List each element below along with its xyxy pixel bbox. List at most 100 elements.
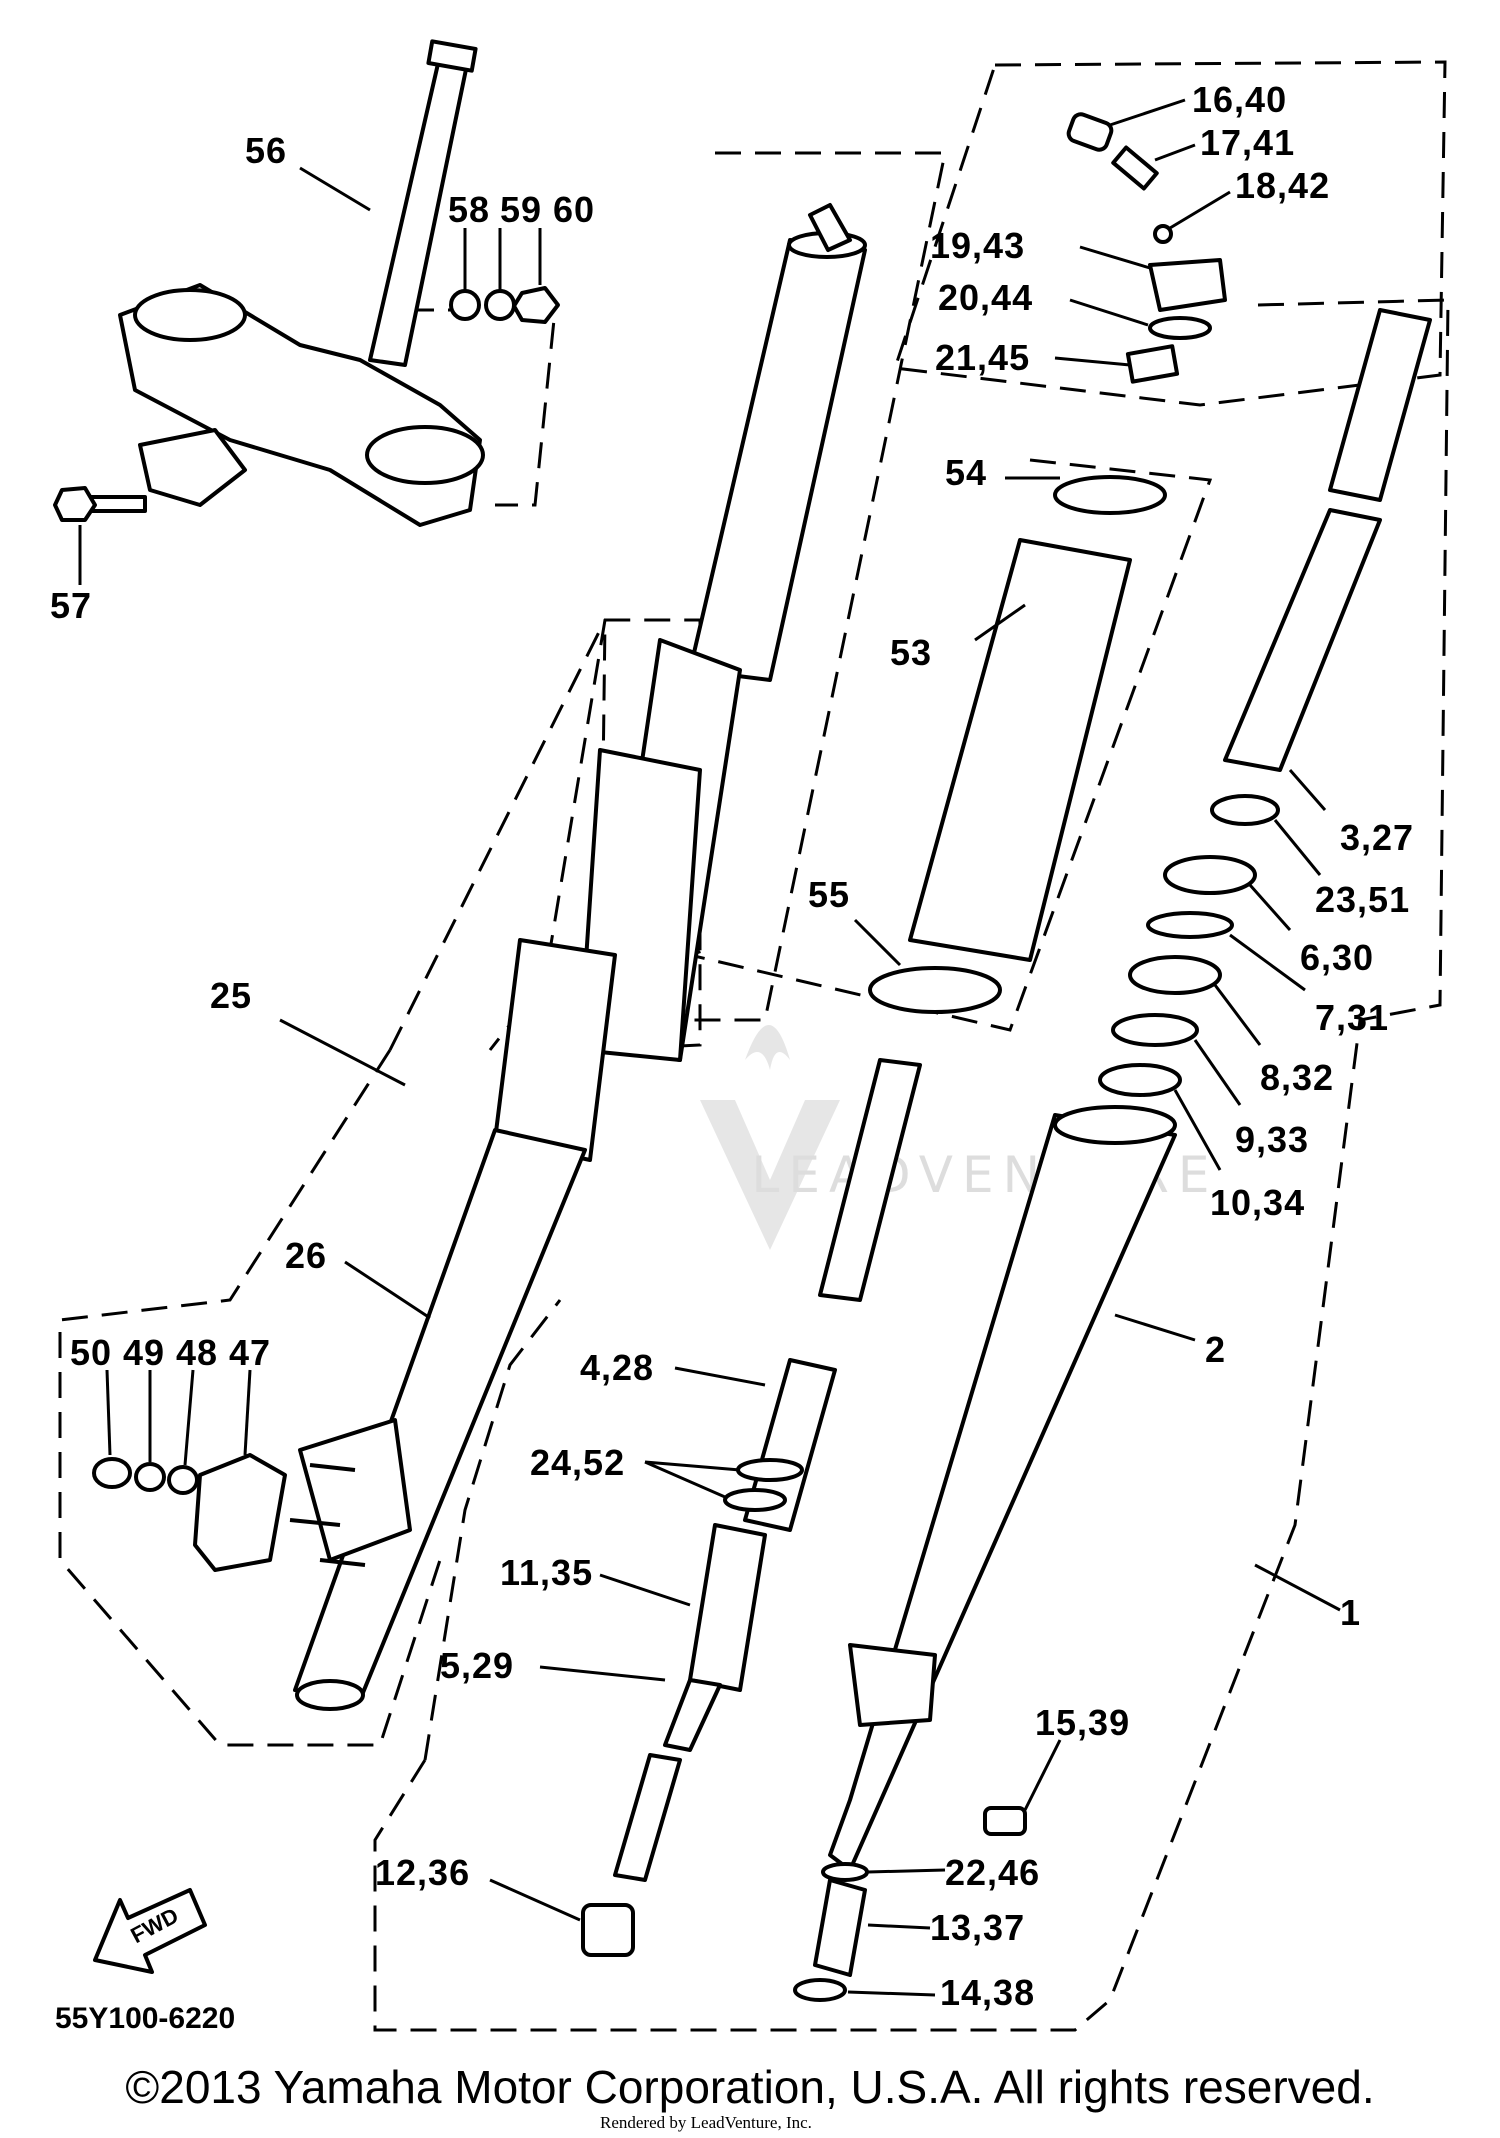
leader-7 [1229,933,1306,992]
diagram-code: 55Y100-6220 [55,2002,235,2035]
bracket-bore-left [133,288,247,342]
callout-54: 54 [945,452,987,493]
gasket-22 [821,1862,869,1882]
leader-20 [1069,298,1149,327]
leader-56 [299,166,371,212]
stud-b [289,1518,341,1527]
callout-18-42: 18,42 [1235,165,1330,206]
callout-23-51: 23,51 [1315,879,1410,920]
outline-steering-bracket [408,308,557,507]
callout-26: 26 [285,1235,327,1276]
boot-parts [581,475,1167,1957]
leader-10 [1173,1089,1222,1171]
watermark-logo-icon [700,1025,840,1250]
left-inner-tube [688,238,867,682]
left-outer-tube-bottom [295,1679,365,1711]
leader-13 [867,1923,931,1930]
washer-24 [736,1458,804,1482]
callout-16-40: 16,40 [1192,79,1287,120]
leader-26 [344,1260,431,1320]
leader-55 [853,918,902,967]
callout-14-38: 14,38 [940,1972,1035,2013]
callout-17-41: 17,41 [1200,122,1295,163]
damper-rod-5 [663,1678,722,1752]
stud-a [309,1463,356,1472]
callout-11-35: 11,35 [500,1552,593,1593]
callout-24-52: 24,52 [530,1442,625,1483]
washer-58 [449,289,481,321]
washer-48 [167,1465,199,1495]
oring-18 [1153,224,1173,244]
callout-15-39: 15,39 [1035,1702,1130,1743]
leader-50 [105,1369,112,1456]
leader-14 [847,1990,936,1997]
right-fork-assembly [793,308,1432,2002]
copyright-notice: ©2013 Yamaha Motor Corporation, U.S.A. A… [125,2061,1375,2113]
valve-cap-16 [1066,112,1114,152]
clamp-54 [1053,475,1167,515]
washer-52 [723,1488,787,1512]
outline-left-leg [423,1299,562,1761]
callout-60: 60 [553,189,595,230]
leader-8 [1213,984,1262,1046]
stud-c [319,1558,366,1567]
bolt-57-shaft [88,495,147,513]
outline-clamp-group [58,1049,442,1747]
leader-1 [1254,1563,1341,1612]
steering-stem-assembly [53,39,560,527]
leader-16 [1109,98,1186,127]
washer-59 [484,289,516,321]
slide-metal-10 [1098,1063,1182,1097]
left-air-valve [808,203,852,252]
leader-25 [279,1018,406,1087]
bolt-13 [813,1878,867,1977]
callout-10-34: 10,34 [1210,1182,1305,1223]
callout-8-32: 8,32 [1260,1057,1334,1098]
axle-clamp-parts [92,1453,366,1572]
callout-19-43: 19,43 [930,225,1025,266]
outer-tube-top [1053,1105,1177,1145]
washer-49 [134,1462,166,1492]
oil-seal-8 [1128,955,1222,995]
left-fork-assembly [293,203,867,1711]
washer-9 [1111,1013,1199,1047]
leader-24b [644,1460,726,1499]
leader-47 [243,1369,252,1456]
leader-6 [1248,884,1292,931]
leader-12 [489,1878,581,1922]
nut-60 [512,286,560,324]
clamp-55 [868,966,1002,1014]
axle-bracket [848,1643,937,1727]
leader-11 [599,1573,691,1607]
damper-spring-upper [818,1058,922,1302]
leader-19 [1079,245,1151,270]
left-outer-tube [293,1128,587,1702]
spring-guide-upper [1328,308,1432,502]
callout-21-45: 21,45 [935,337,1030,378]
fork-clamp-piece [138,428,247,507]
cap-bolt-19 [1148,258,1227,312]
callout-57: 57 [50,585,92,626]
leader-17 [1154,143,1196,162]
bracket-bore-right [365,425,485,485]
outline-right-leg [373,298,1450,2032]
dust-boot-53 [908,538,1132,962]
cap-parts [1066,112,1227,384]
callout-50: 50 [70,1332,112,1373]
rebound-spring-11 [688,1523,767,1692]
leader-2 [1114,1313,1196,1342]
callout-labels: 56 58 59 60 57 16,40 17,41 18,42 19,43 2… [50,79,1413,2013]
callout-59: 59 [500,189,542,230]
callout-4-28: 4,28 [580,1347,654,1388]
callout-55: 55 [808,874,850,915]
bolt-57-head [53,486,97,522]
callout-9-33: 9,33 [1235,1119,1309,1160]
rendered-by: Rendered by LeadVenture, Inc. [600,2113,812,2132]
outer-tube-2 [828,1113,1177,1872]
callout-12-36: 12,36 [375,1852,470,1893]
outline-cap-group [893,60,1447,407]
leader-53 [974,603,1026,642]
callout-2: 2 [1205,1329,1226,1370]
callout-5-29: 5,29 [440,1645,514,1686]
